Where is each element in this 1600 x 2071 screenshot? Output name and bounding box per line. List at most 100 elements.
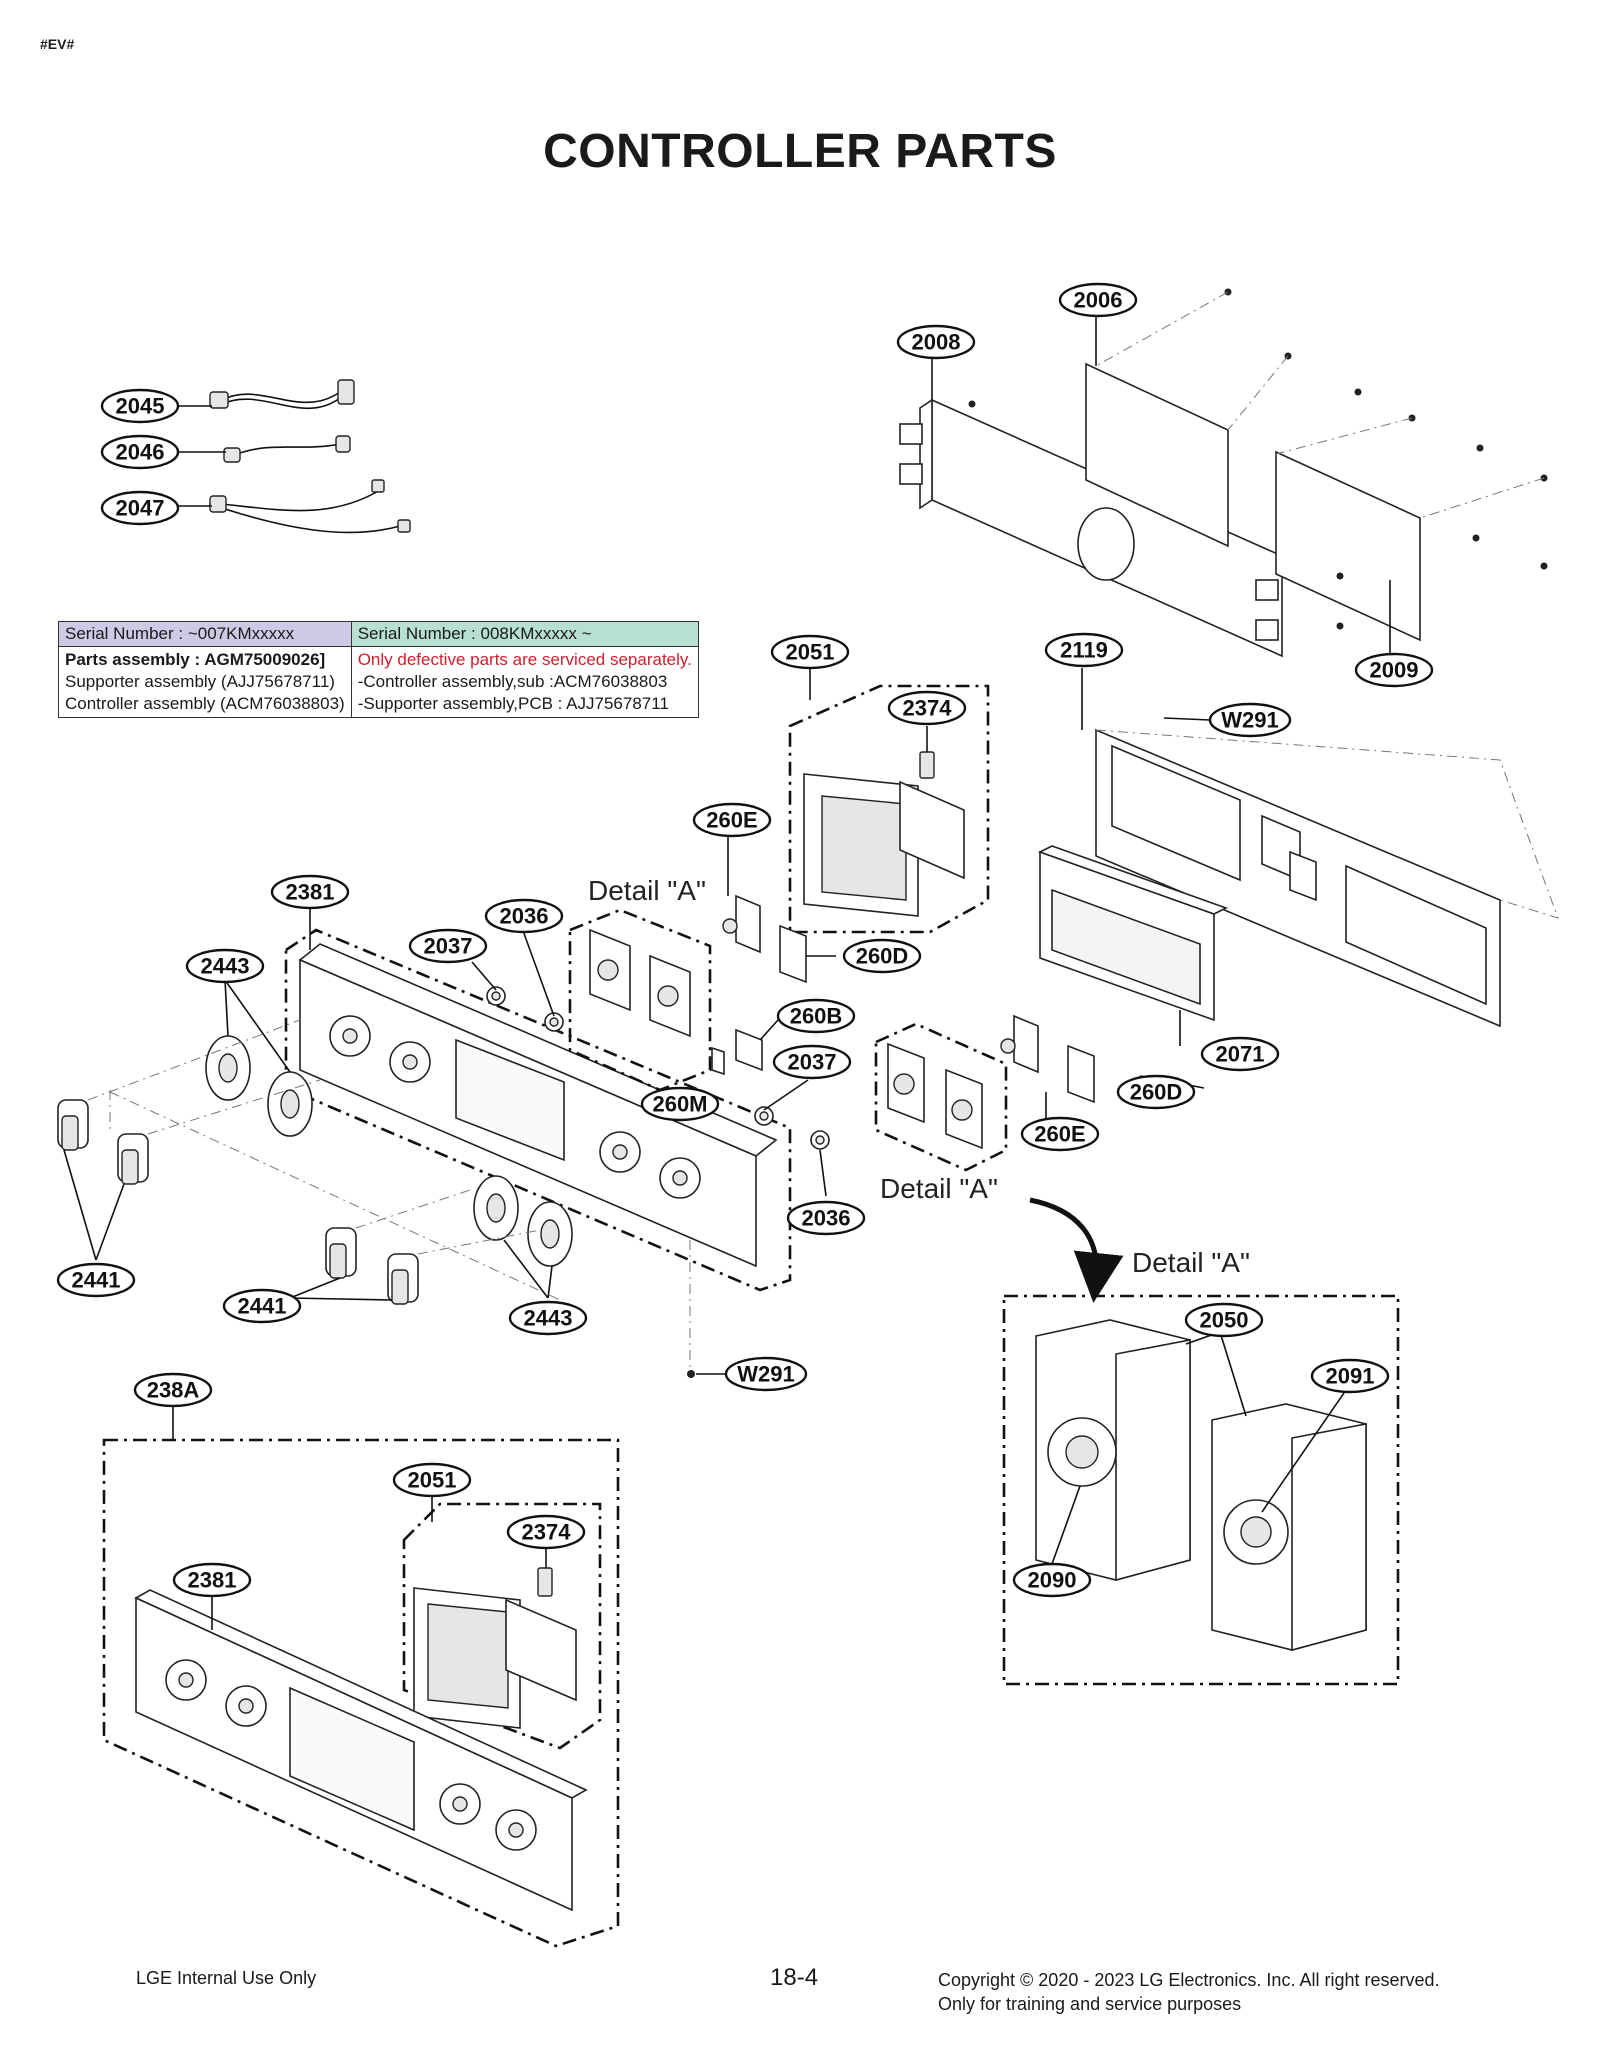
svg-text:2381: 2381	[188, 1568, 237, 1593]
callout-2071: 2071	[1200, 1036, 1280, 1072]
callout-260d-top: 260D	[842, 938, 922, 974]
svg-text:2047: 2047	[116, 496, 165, 521]
display-module-boundary-top	[788, 684, 990, 934]
control-bracket-2071	[1037, 845, 1229, 1022]
svg-text:260E: 260E	[706, 808, 757, 833]
knobs-2441	[57, 1099, 419, 1305]
parts-assembly-line: Parts assembly : AGM75009026]	[65, 650, 326, 669]
callout-2009: 2009	[1354, 652, 1434, 688]
service-note: Only defective parts are serviced separa…	[357, 650, 692, 669]
pcb-board-2006	[1085, 362, 1229, 548]
svg-text:2071: 2071	[1216, 1042, 1265, 1067]
callout-2119: 2119	[1044, 632, 1124, 668]
supporter-pcb-line: -Supporter assembly,PCB : AJJ75678711	[357, 694, 669, 713]
callout-260e-top: 260E	[692, 802, 772, 838]
page-title: CONTROLLER PARTS	[543, 125, 1057, 178]
callout-238a: 238A	[133, 1372, 213, 1408]
svg-text:2045: 2045	[116, 394, 165, 419]
pcb-260-parts	[711, 894, 1095, 1104]
serial-header-left: Serial Number : ~007KMxxxxx	[58, 621, 352, 647]
svg-text:260B: 260B	[790, 1004, 843, 1029]
callout-2051-bottom: 2051	[392, 1462, 472, 1498]
callout-w291-bottom: W291	[724, 1356, 808, 1392]
svg-text:2441: 2441	[238, 1294, 287, 1319]
callout-2045: 2045	[100, 388, 180, 424]
svg-text:W291: W291	[1221, 708, 1278, 733]
leader-lines	[63, 316, 1391, 1630]
svg-text:W291: W291	[737, 1362, 794, 1387]
callout-2441-mid: 2441	[222, 1288, 302, 1324]
callout-2036-mid: 2036	[786, 1200, 866, 1236]
callout-2381-bottom: 2381	[172, 1562, 252, 1598]
corner-tag: #EV#	[40, 36, 75, 52]
callout-2008: 2008	[896, 324, 976, 360]
svg-text:2443: 2443	[524, 1306, 573, 1331]
svg-text:2036: 2036	[802, 1206, 851, 1231]
display-module-2051-bottom	[413, 1567, 577, 1729]
detail-arrow	[1029, 1197, 1124, 1303]
detail-a-boundary-top	[568, 908, 712, 1092]
svg-text:2051: 2051	[408, 1468, 457, 1493]
callout-2050: 2050	[1184, 1302, 1264, 1338]
callout-260e-mid: 260E	[1020, 1116, 1100, 1152]
callout-2381-top: 2381	[270, 874, 350, 910]
controller-assembly-line: Controller assembly (ACM76038803)	[65, 694, 345, 713]
footer-internal-use: LGE Internal Use Only	[136, 1968, 317, 1988]
svg-text:2441: 2441	[72, 1268, 121, 1293]
svg-text:2050: 2050	[1200, 1308, 1249, 1333]
supporter-assembly-line: Supporter assembly (AJJ75678711)	[65, 672, 335, 691]
svg-text:2374: 2374	[903, 696, 953, 721]
svg-text:238A: 238A	[147, 1378, 200, 1403]
screw-w291-bottom	[687, 1370, 695, 1378]
serial-header-right: Serial Number : 008KMxxxxx ~	[350, 621, 699, 647]
knob-rings-2443	[205, 1035, 573, 1267]
serial-number-table: Serial Number : ~007KMxxxxx Serial Numbe…	[58, 621, 699, 718]
svg-text:260E: 260E	[1034, 1122, 1085, 1147]
assembly-238a-boundary	[102, 1438, 620, 1948]
callout-260b: 260B	[776, 998, 856, 1034]
serial-left-cell: Parts assembly : AGM75009026] Supporter …	[58, 646, 352, 718]
control-bracket-2119	[1095, 728, 1559, 1028]
svg-text:2037: 2037	[788, 1050, 837, 1075]
callout-2374-top: 2374	[887, 690, 967, 726]
controller-sub-line: -Controller assembly,sub :ACM76038803	[357, 672, 668, 691]
svg-text:2091: 2091	[1326, 1364, 1375, 1389]
callout-2090: 2090	[1012, 1562, 1092, 1598]
svg-text:2051: 2051	[786, 640, 835, 665]
callout-2006: 2006	[1058, 282, 1138, 318]
callout-2441-left: 2441	[56, 1262, 136, 1298]
callout-260m: 260M	[640, 1086, 720, 1122]
svg-text:2119: 2119	[1060, 638, 1108, 663]
svg-text:2006: 2006	[1074, 288, 1123, 313]
wire-harness-2047	[209, 479, 411, 534]
encoder-shafts	[486, 986, 830, 1150]
svg-text:2090: 2090	[1028, 1568, 1077, 1593]
callout-w291-top: W291	[1208, 702, 1292, 738]
wire-harness-2046	[223, 435, 351, 463]
svg-text:2443: 2443	[201, 954, 250, 979]
callout-260d-mid: 260D	[1116, 1074, 1196, 1110]
svg-text:260D: 260D	[856, 944, 909, 969]
encoder-housings-top	[589, 928, 691, 1038]
detail-a-label-mid: Detail "A"	[880, 1173, 998, 1204]
callout-2036-top: 2036	[484, 898, 564, 934]
page-number: 18-4	[770, 1964, 819, 1991]
svg-text:2009: 2009	[1370, 658, 1419, 683]
svg-text:2037: 2037	[424, 934, 473, 959]
callout-2037-top: 2037	[408, 928, 488, 964]
svg-text:2036: 2036	[500, 904, 549, 929]
callout-2046: 2046	[100, 434, 180, 470]
encoder-housing-2090	[1035, 1319, 1191, 1582]
display-module-boundary-bottom	[402, 1502, 602, 1750]
svg-text:260M: 260M	[652, 1092, 707, 1117]
svg-text:260D: 260D	[1130, 1080, 1183, 1105]
serial-right-cell: Only defective parts are serviced separa…	[350, 646, 699, 718]
display-module-2051-top	[803, 751, 965, 917]
controller-bracket-2008	[899, 398, 1283, 658]
detail-a-label-box: Detail "A"	[1132, 1247, 1250, 1278]
control-panel-2381-bottom	[134, 1589, 588, 1912]
callout-2051-top: 2051	[770, 634, 850, 670]
pcb-board-2009	[1275, 450, 1421, 642]
detail-a-label-top: Detail "A"	[588, 875, 706, 906]
